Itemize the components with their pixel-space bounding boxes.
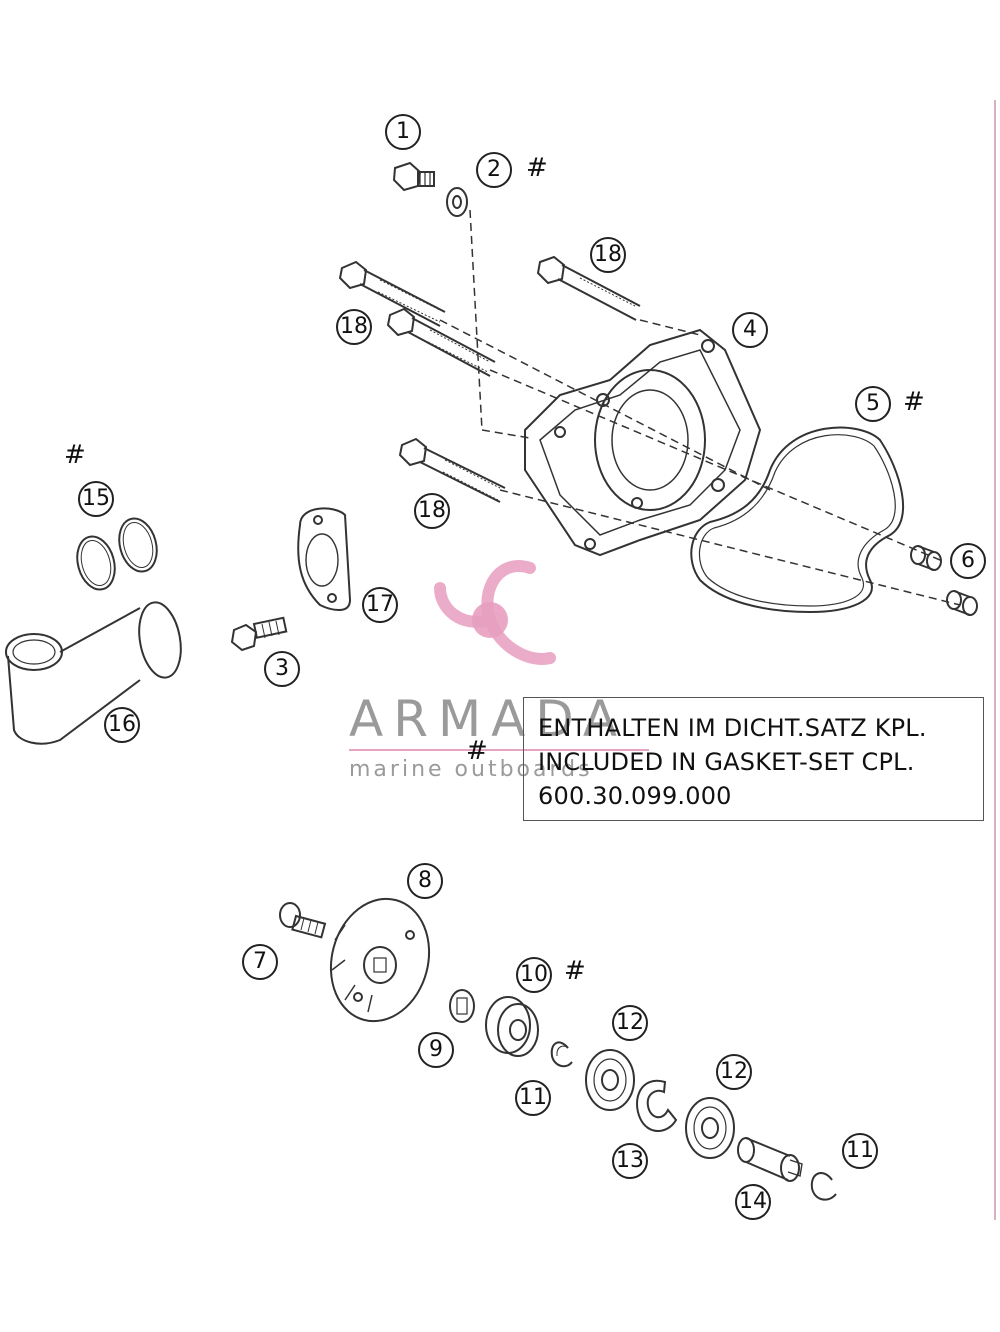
callout-1: 1 bbox=[385, 114, 421, 150]
assembly-line bbox=[481, 429, 531, 439]
callout-18: 18 bbox=[590, 237, 626, 273]
part-4-pump-cover bbox=[524, 328, 762, 557]
part-5-gasket bbox=[690, 426, 905, 614]
callout-9: 9 bbox=[418, 1032, 454, 1068]
part-18-bolt-lower bbox=[398, 437, 506, 503]
hash-mark: # bbox=[526, 153, 548, 183]
hash-mark: # bbox=[64, 440, 86, 470]
part-17-flange-gasket bbox=[297, 507, 352, 611]
part-13-circlip bbox=[636, 1079, 678, 1132]
assembly-line bbox=[499, 489, 961, 606]
callout-18: 18 bbox=[336, 309, 372, 345]
legend-line-german: ENTHALTEN IM DICHT.SATZ KPL. bbox=[538, 714, 927, 742]
callout-18: 18 bbox=[414, 493, 450, 529]
callout-12: 12 bbox=[612, 1005, 648, 1041]
watermark-divider bbox=[349, 749, 649, 751]
armada-logo-icon bbox=[434, 560, 556, 665]
callout-15: 15 bbox=[78, 481, 114, 517]
callout-16: 16 bbox=[104, 707, 140, 743]
assembly-line bbox=[489, 369, 941, 561]
page-edge-rule bbox=[994, 100, 996, 1220]
part-18-bolt-upper-left bbox=[338, 260, 446, 327]
part-15-o-rings bbox=[76, 517, 158, 591]
callout-5: 5 bbox=[855, 386, 891, 422]
part-14-shaft bbox=[737, 1137, 803, 1182]
callout-4: 4 bbox=[732, 312, 768, 348]
callout-14: 14 bbox=[735, 1184, 771, 1220]
part-12-bearing-upper bbox=[585, 1049, 635, 1111]
part-18-bolt-upper-right bbox=[536, 255, 641, 321]
callout-17: 17 bbox=[362, 587, 398, 623]
part-11-circlip-lower bbox=[810, 1172, 837, 1201]
watermark-tagline: marine outboards bbox=[349, 757, 593, 782]
callout-10: 10 bbox=[516, 957, 552, 993]
part-6-dowel-upper bbox=[910, 545, 942, 571]
callout-6: 6 bbox=[950, 543, 986, 579]
part-6-dowel-lower bbox=[946, 590, 978, 616]
legend-line-english: INCLUDED IN GASKET-SET CPL. bbox=[538, 748, 915, 776]
watermark-brand-name: ARMADA bbox=[349, 690, 628, 748]
part-7-screw bbox=[279, 902, 327, 939]
part-9-washer bbox=[449, 989, 475, 1023]
part-12-bearing-lower bbox=[685, 1097, 735, 1159]
callout-11: 11 bbox=[842, 1133, 878, 1169]
assembly-line bbox=[639, 319, 701, 336]
legend-part-number: 600.30.099.000 bbox=[538, 782, 732, 810]
callout-2: 2 bbox=[476, 152, 512, 188]
part-8-impeller bbox=[329, 897, 431, 1023]
assembly-line bbox=[469, 209, 483, 431]
hash-mark: # bbox=[564, 956, 586, 986]
hash-mark: # bbox=[903, 387, 925, 417]
part-18-bolt-middle bbox=[386, 307, 496, 377]
gasket-set-legend: ENTHALTEN IM DICHT.SATZ KPL. INCLUDED IN… bbox=[523, 697, 984, 821]
part-3-bolt bbox=[230, 616, 288, 652]
callout-7: 7 bbox=[242, 944, 278, 980]
bolt-shank bbox=[417, 171, 435, 187]
callout-11: 11 bbox=[515, 1080, 551, 1116]
callout-8: 8 bbox=[407, 863, 443, 899]
part-11-circlip-upper bbox=[550, 1041, 573, 1068]
part-1-bolt bbox=[392, 161, 435, 192]
callout-3: 3 bbox=[264, 651, 300, 687]
callout-12: 12 bbox=[716, 1054, 752, 1090]
part-10-seal bbox=[485, 996, 539, 1057]
legend-hash-mark: # bbox=[466, 736, 488, 766]
callout-13: 13 bbox=[612, 1143, 648, 1179]
part-16-elbow-pipe bbox=[5, 601, 182, 745]
part-2-washer bbox=[446, 187, 468, 217]
